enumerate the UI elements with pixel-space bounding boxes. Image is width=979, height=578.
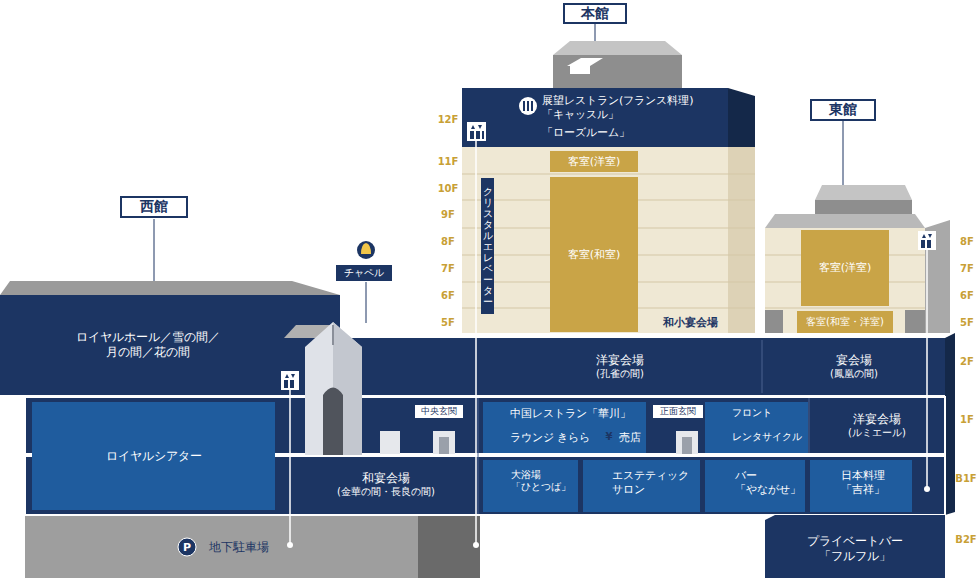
facility-box: 大浴場 「ひとつば」: [483, 460, 578, 512]
chapel-tag: チャペル: [336, 265, 392, 281]
building-heading: 東館: [810, 99, 876, 121]
node-text: エステティック サロン: [612, 469, 699, 497]
floor-number: 8F: [441, 237, 455, 247]
parking-label: 地下駐車場: [199, 537, 279, 557]
node-subtext: ラウンジ きらら: [510, 431, 591, 445]
node-text: 宴会場: [836, 353, 872, 368]
east-building: [765, 185, 950, 333]
node-text: 正面玄関: [660, 406, 696, 417]
main-tower: [462, 88, 755, 333]
floor-number: 7F: [441, 264, 455, 274]
facility-box: 中国レストラン「華川」ラウンジ きらら 売店: [483, 402, 646, 453]
entrance-tag: 中央玄関: [414, 404, 464, 419]
node-text: 洋宴会場: [596, 353, 644, 368]
basement: [25, 515, 945, 578]
floor-bands: [25, 333, 955, 515]
facility-box: エステティック サロン: [583, 460, 700, 512]
hall-band: ロイヤルホール／雪の間／月の間／花の間: [60, 318, 235, 372]
elevator-column: クリスタルエレベーター: [481, 178, 494, 314]
floor-number: 5F: [960, 318, 974, 328]
node-subtext: (鳳凰の間): [830, 368, 878, 381]
node-text: 客室(和室): [568, 248, 621, 262]
floor-number: 2F: [960, 357, 974, 367]
node-text: 大浴場 「ひとつば」: [511, 469, 578, 494]
bar-band: プライベートバー 「フルフル」: [767, 522, 943, 576]
floor-number: B1F: [955, 474, 976, 484]
facility-box: 日本料理 「吉祥」: [810, 460, 912, 512]
node-text: 本館: [581, 5, 609, 23]
node-text: フロント: [732, 407, 772, 419]
yen-icon: ¥: [606, 432, 613, 442]
node-subtext: (孔雀の間): [596, 368, 644, 381]
node-text: クリスタルエレベーター: [483, 186, 493, 307]
node-text: 中央玄関: [421, 406, 457, 417]
banquet-band: 洋宴会場(孔雀の間): [490, 340, 750, 393]
entrance-tag: 正面玄関: [652, 404, 704, 419]
node-text: 展望レストラン(フランス料理) 「キャッスル」: [542, 94, 722, 122]
icons: [178, 97, 835, 556]
node-text: 和宴会場: [362, 471, 410, 486]
room-label: 和小宴会場: [663, 317, 718, 328]
building-heading: 西館: [120, 196, 188, 218]
node-text: 東館: [829, 101, 857, 119]
banquet-band: 和宴会場(金華の間・長良の間): [296, 458, 476, 512]
floor-number: 6F: [960, 291, 974, 301]
facility-box: バー 「やながせ」: [705, 460, 805, 512]
facility-box: フロントレンタサイクル: [705, 402, 808, 453]
node-text: 西館: [140, 198, 168, 216]
floor-number: 10F: [438, 184, 459, 194]
floor-number: 8F: [960, 237, 974, 247]
main-roof: [553, 41, 682, 88]
floor-number: 7F: [960, 264, 974, 274]
node-subtext: (金華の間・長良の間): [337, 486, 435, 499]
elevator-glyphs: [284, 125, 932, 388]
restaurant-band: 展望レストラン(フランス料理) 「キャッスル」「ローズルーム」: [462, 88, 728, 147]
node-text: 地下駐車場: [209, 540, 269, 555]
node-text: ロイヤルシアター: [106, 449, 202, 464]
node-subtext: 売店: [619, 431, 641, 445]
node-subtext: 「ローズルーム」: [542, 126, 630, 140]
floor-number: B2F: [955, 535, 976, 545]
guest-room-box: 客室(洋室): [550, 151, 638, 172]
node-text: バー 「やながせ」: [735, 469, 804, 497]
node-subtext: レンタサイクル: [732, 431, 802, 443]
node-text: 客室(洋室): [568, 155, 621, 169]
elevators: [290, 141, 927, 545]
banquet-band: 洋宴会場(ルミエール): [812, 400, 942, 452]
floor-number: 11F: [438, 157, 459, 167]
banquet-band: 宴会場(鳳凰の間): [765, 340, 943, 393]
building-heading: 本館: [563, 3, 627, 24]
node-text: 洋宴会場: [853, 412, 901, 427]
guest-room-box: 客室(洋室): [801, 230, 889, 306]
floor-number: 1F: [960, 415, 974, 425]
guest-room-box: 客室(和室): [550, 177, 638, 332]
west-building: [0, 281, 340, 395]
node-text: チャペル: [344, 267, 384, 280]
guest-room-box: 客室(和室・洋室): [797, 311, 893, 333]
floor-number: 9F: [441, 210, 455, 220]
floor-number: 5F: [441, 318, 455, 328]
node-text: プライベートバー 「フルフル」: [790, 534, 920, 564]
node-text: ロイヤルホール／雪の間／月の間／花の間: [73, 330, 223, 360]
theater-box: ロイヤルシアター: [32, 402, 275, 510]
node-text: 客室(和室・洋室): [806, 316, 884, 329]
parking-icon: P: [183, 542, 191, 553]
elevator-dots: [281, 122, 936, 548]
node-text: 客室(洋室): [819, 261, 872, 275]
node-text: 中国レストラン「華川」: [510, 407, 631, 421]
floor-number: 6F: [441, 291, 455, 301]
node-subtext: (ルミエール): [848, 427, 906, 440]
floor-number: 12F: [438, 115, 459, 125]
node-text: 日本料理 「吉祥」: [841, 469, 911, 497]
